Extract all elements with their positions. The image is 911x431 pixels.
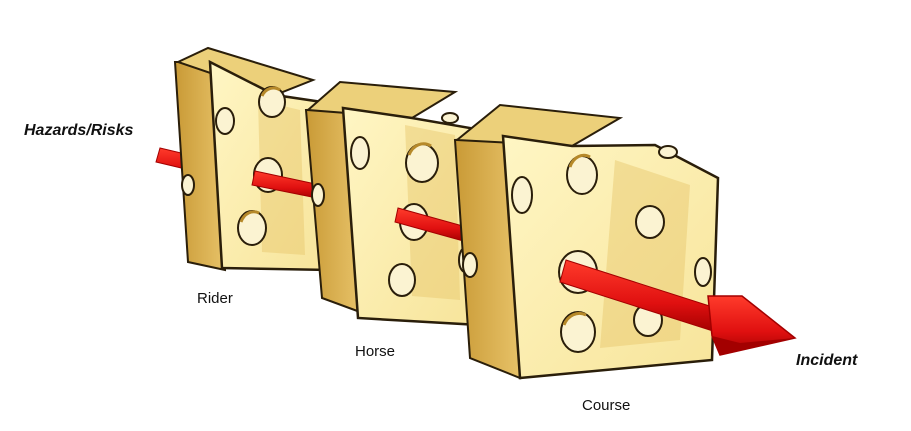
horse-label: Horse <box>355 343 396 360</box>
rider-label: Rider <box>197 290 233 307</box>
arrow-icon <box>559 259 797 356</box>
cheese-slice-icon <box>304 80 482 327</box>
incident-label: Incident <box>796 352 858 369</box>
course-label: Course <box>582 397 631 414</box>
cheese-slice-icon <box>173 46 332 272</box>
cheese-slice-icon <box>453 103 720 380</box>
hazards-label: Hazards/Risks <box>24 122 134 139</box>
